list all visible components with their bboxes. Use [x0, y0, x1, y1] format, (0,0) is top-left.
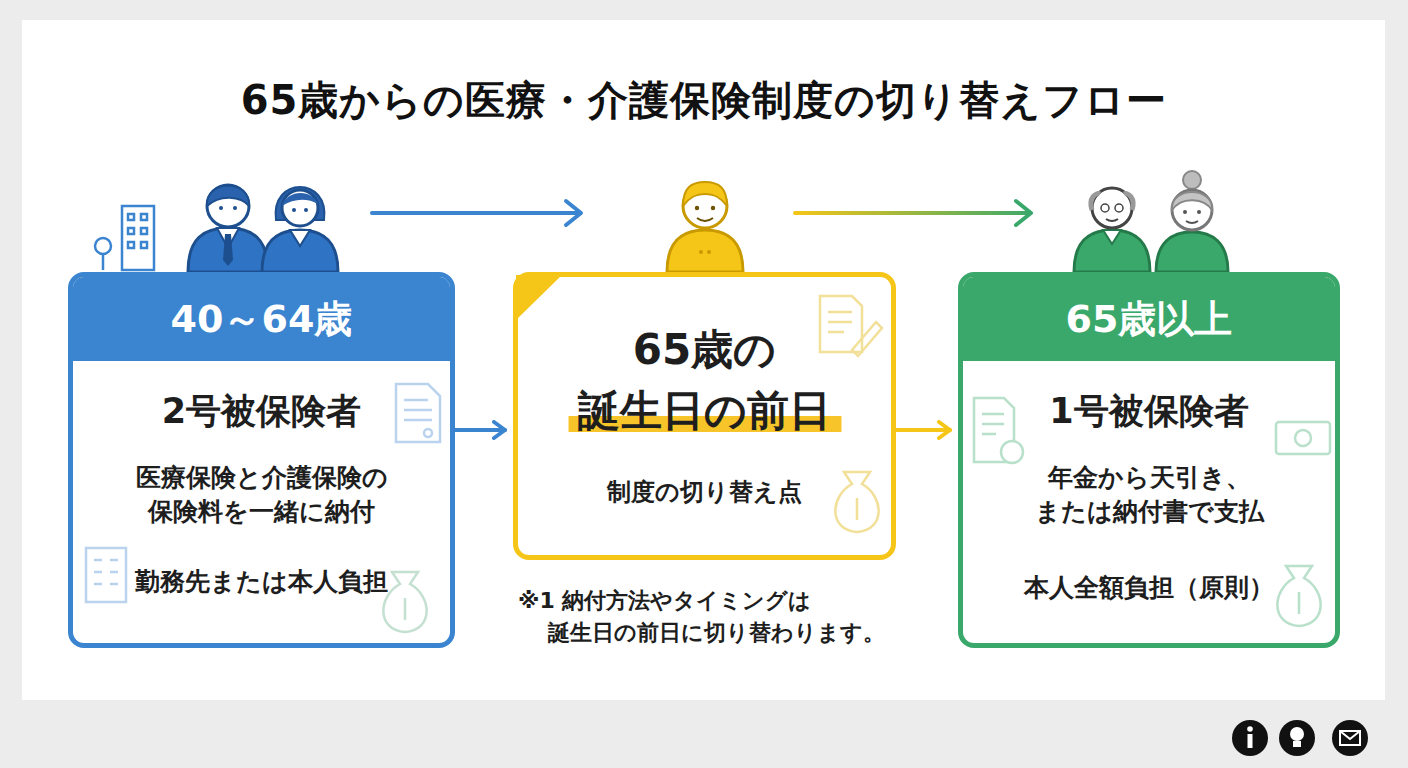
stage-box: 65歳の誕生日の前日制度の切り替え点 — [513, 272, 896, 560]
body-text: 年金から天引き、 または納付書で支払 — [963, 461, 1335, 529]
insured-category: 1号被保険者 — [963, 388, 1335, 434]
body-text: 本人全額負担（原則） — [963, 571, 1335, 605]
footnote: ※1 納付方法やタイミングは 誕生日の前日に切り替わります。 — [518, 585, 898, 649]
banknote-icon — [1276, 422, 1330, 454]
stage-box: 40～64歳 2号被保険者医療保険と介護保険の 保険料を一緒に納付勤務先または本人… — [68, 272, 455, 648]
info-icon — [1232, 720, 1268, 756]
flow-arrow — [455, 428, 505, 432]
businesswoman-figure — [262, 187, 338, 272]
stage-box: 65歳以上 1号被保険者年金から天引き、 または納付書で支払本人全額負担（原則） — [958, 272, 1340, 648]
elderly-woman-figure — [1156, 171, 1228, 272]
switch-point-heading: 誕生日の前日 — [568, 385, 841, 437]
document-icon — [396, 384, 440, 442]
body-text: 勤務先または本人負担 — [73, 565, 450, 599]
money-bag-icon — [835, 472, 878, 532]
body-text: 制度の切り替え点 — [518, 475, 891, 509]
corner-accent — [516, 275, 562, 320]
document-pen-icon — [820, 296, 882, 356]
age-band-header: 40～64歳 — [73, 277, 450, 361]
switch-point-heading: 65歳の — [518, 324, 891, 376]
businessman-figure — [188, 185, 268, 272]
elderly-man-figure — [1074, 188, 1150, 272]
age-band-header: 65歳以上 — [963, 277, 1335, 361]
money-bag-icon — [383, 572, 426, 632]
bulb-icon — [1279, 720, 1315, 756]
insured-category: 2号被保険者 — [73, 388, 450, 434]
flow-arrow — [896, 428, 950, 432]
office-building-icon — [95, 206, 154, 270]
top-flow-arrow — [372, 201, 581, 225]
diagram-title: 65歳からの医療・介護保険制度の切り替えフロー — [0, 72, 1408, 128]
mail-icon — [1332, 720, 1368, 756]
money-bag-icon — [1277, 566, 1320, 626]
body-text: 医療保険と介護保険の 保険料を一緒に納付 — [73, 461, 450, 529]
top-flow-arrow — [795, 201, 1031, 225]
senior-figure — [667, 182, 743, 272]
building-icon — [86, 548, 126, 602]
document-coin-icon — [974, 398, 1023, 463]
